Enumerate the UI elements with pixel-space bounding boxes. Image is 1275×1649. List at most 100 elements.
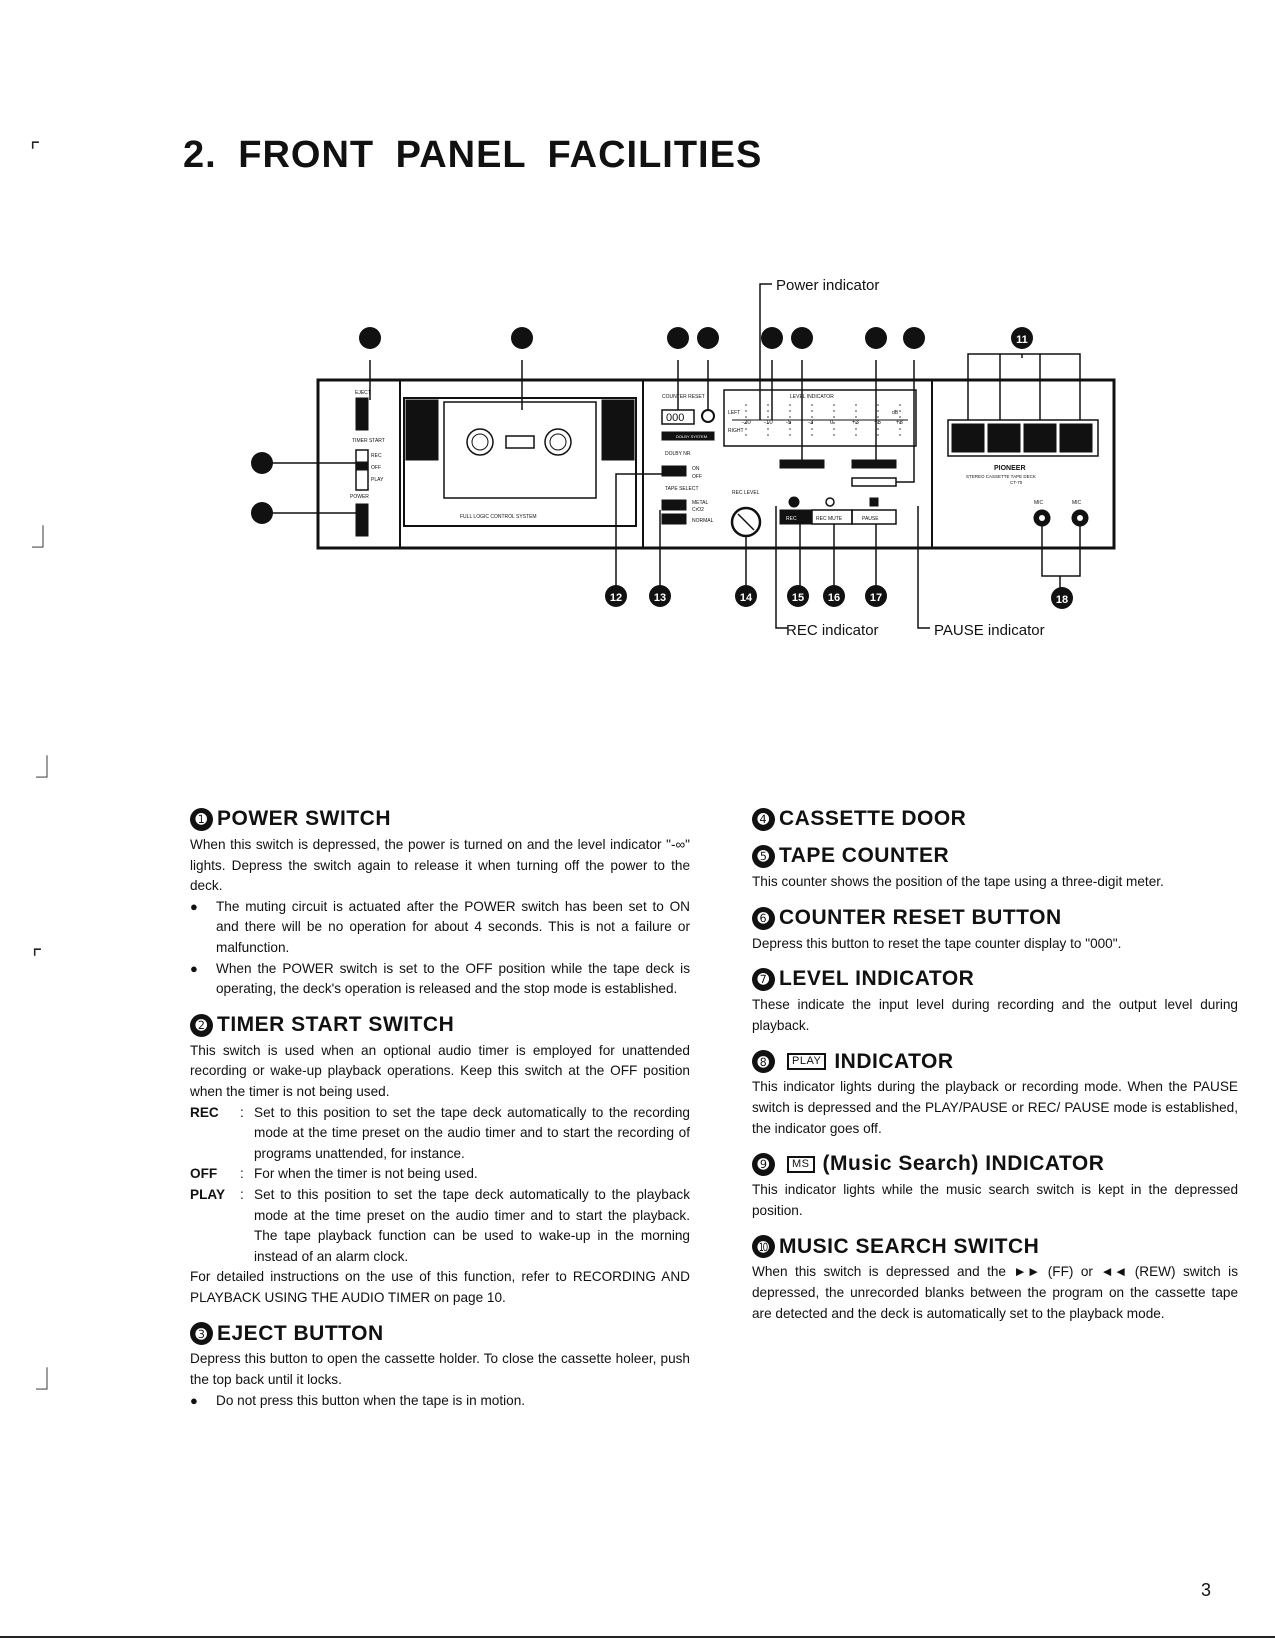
heading-text: INDICATOR (834, 1049, 954, 1073)
tape-select-label: TAPE SELECT (665, 486, 699, 492)
callout-number: ➑ (752, 1050, 775, 1074)
margin-mark: ⌜ (32, 945, 43, 970)
section-heading: ➐ LEVEL INDICATOR (752, 968, 1238, 992)
heading-text: MUSIC SEARCH SWITCH (779, 1234, 1040, 1258)
level-indicator-label: LEVEL INDICATOR (790, 394, 834, 400)
counter-reset-label: COUNTER RESET (662, 394, 705, 400)
section-body: These indicate the input level during re… (752, 997, 1238, 1033)
heading-text: EJECT BUTTON (217, 1321, 384, 1345)
section-timer-start: ➋ TIMER START SWITCH This switch is used… (190, 1013, 690, 1309)
section-heading: ➑ PLAY INDICATOR (752, 1049, 1238, 1074)
section-body: This switch is used when an optional aud… (190, 1042, 690, 1099)
bullet-icon: ● (190, 1392, 198, 1408)
meter-scale-label: 0 (830, 420, 834, 426)
callout-operation-buttons-dot (1011, 327, 1033, 349)
meter-scale-label: -3 (808, 420, 814, 426)
callout-tape-select-switch-number: 13 (654, 592, 666, 604)
section-body: When this switch is depressed and the ►►… (752, 1264, 1238, 1321)
margin-mark: ⏌ (32, 525, 55, 550)
rec-mute-label: REC MUTE (816, 516, 843, 522)
callout-dolby-nr-switch-dot (605, 585, 627, 607)
definition-desc: For when the timer is not being used. (254, 1166, 478, 1182)
meter-scale-label: +8 (896, 420, 904, 426)
callout-counter-reset-button-dot (697, 327, 719, 349)
callout-timer-start-switch-dot (251, 452, 273, 474)
page-title: 2. FRONT PANEL FACILITIES (183, 134, 763, 176)
margin-mark: ⏌ (36, 755, 59, 780)
dolby-on-label: ON (692, 466, 700, 472)
callout-number: ➊ (190, 808, 213, 831)
timer-start-label: TIMER START (352, 438, 385, 444)
definition-desc: Set to this position to set the tape dec… (254, 1186, 690, 1264)
metal-label: METAL (692, 500, 709, 506)
section-level-indicator: ➐ LEVEL INDICATOR These indicate the inp… (752, 968, 1238, 1036)
ms-tag-icon: MS (787, 1156, 815, 1174)
callout-number: ➓ (752, 1235, 775, 1259)
callout-rec-level-control-dot (735, 585, 757, 607)
left-column: ➊ POWER SWITCH When this switch is depre… (190, 808, 690, 1425)
bullet-item: ● The muting circuit is actuated after t… (190, 897, 690, 959)
definition-term: REC (190, 1104, 219, 1120)
callout-ms-indicator-dot (865, 327, 887, 349)
section-heading: ➊ POWER SWITCH (190, 808, 690, 831)
section-heading: ➏ COUNTER RESET BUTTON (752, 905, 1238, 930)
bottom-rule (0, 1636, 1275, 1638)
callout-dolby-nr-switch-number: 12 (610, 592, 622, 604)
callout-number: ➒ (752, 1153, 775, 1177)
bullet-text: Do not press this button when the tape i… (216, 1392, 526, 1408)
section-music-search: ➓ MUSIC SEARCH SWITCH When this switch i… (752, 1235, 1238, 1324)
normal-label: NORMAL (692, 518, 714, 524)
meter-scale-label: -10 (764, 420, 773, 426)
section-counter-reset: ➏ COUNTER RESET BUTTON Depress this butt… (752, 905, 1238, 955)
section-cassette-door: ➍ CASSETTE DOOR (752, 808, 1238, 831)
meter-scale-label: -5 (786, 420, 792, 426)
callout-rec-level-control-number: 14 (740, 592, 753, 604)
mic-left-label: MIC (1034, 500, 1044, 506)
play-tag-icon: PLAY (787, 1053, 827, 1071)
counter-display: 000 (666, 412, 684, 424)
callout-play-indicator-dot (791, 327, 813, 349)
section-heading: ➒ MS (Music Search) INDICATOR (752, 1152, 1238, 1177)
callout-number: ➎ (752, 845, 775, 868)
callout-number: ➋ (190, 1013, 213, 1037)
crox-label: CrO2 (692, 507, 704, 513)
section-body: This indicator lights during the playbac… (752, 1079, 1238, 1136)
callout-tape-counter-dot (667, 327, 689, 349)
power-indicator-label: Power indicator (776, 277, 879, 294)
dolby-system-label: DOLBY SYSTEM (676, 434, 707, 439)
heading-text: CASSETTE DOOR (779, 807, 967, 831)
heading-text: COUNTER RESET BUTTON (779, 905, 1062, 929)
meter-db-label: dB (892, 410, 899, 416)
section-heading: ➎ TAPE COUNTER (752, 845, 1238, 868)
heading-text: TAPE COUNTER (779, 844, 950, 868)
brand-label: PIONEER (994, 465, 1026, 472)
callout-number: ➐ (752, 968, 775, 992)
callout-pause-button-number: 17 (870, 592, 882, 604)
callout-number: ➌ (190, 1322, 213, 1346)
section-body: Depress this button to open the cassette… (190, 1351, 690, 1388)
callout-rec-button-number: 15 (792, 592, 804, 604)
meter-right-label: RIGHT (728, 428, 744, 434)
dolby-nr-label: DOLBY NR (665, 451, 691, 457)
definition-row: OFF : For when the timer is not being us… (190, 1164, 690, 1185)
section-body: This counter shows the position of the t… (752, 874, 1164, 889)
definition-colon: : (240, 1166, 244, 1182)
power-label: POWER (350, 494, 369, 500)
definition-colon: : (240, 1186, 244, 1202)
definition-row: REC : Set to this position to set the ta… (190, 1103, 690, 1165)
section-heading: ➋ TIMER START SWITCH (190, 1013, 690, 1037)
section-body: Depress this button to reset the tape co… (752, 935, 1122, 951)
model-label: CT-70 (1010, 480, 1023, 485)
section-play-indicator: ➑ PLAY INDICATOR This indicator lights d… (752, 1050, 1238, 1139)
margin-mark: ⌜ (30, 138, 41, 163)
meter-scale-label: -20 (742, 420, 751, 426)
model-line-label: STEREO CASSETTE TAPE DECK (966, 474, 1036, 479)
heading-text: (Music Search) INDICATOR (822, 1152, 1105, 1176)
definition-colon: : (240, 1104, 244, 1120)
callout-cassette-door-dot (511, 327, 533, 349)
timer-off-label: OFF (371, 465, 381, 471)
callout-number: ➍ (752, 808, 775, 831)
callout-eject-button-dot (359, 327, 381, 349)
section-body: When this switch is depressed, the power… (190, 837, 690, 894)
callout-music-search-switch-dot (903, 327, 925, 349)
